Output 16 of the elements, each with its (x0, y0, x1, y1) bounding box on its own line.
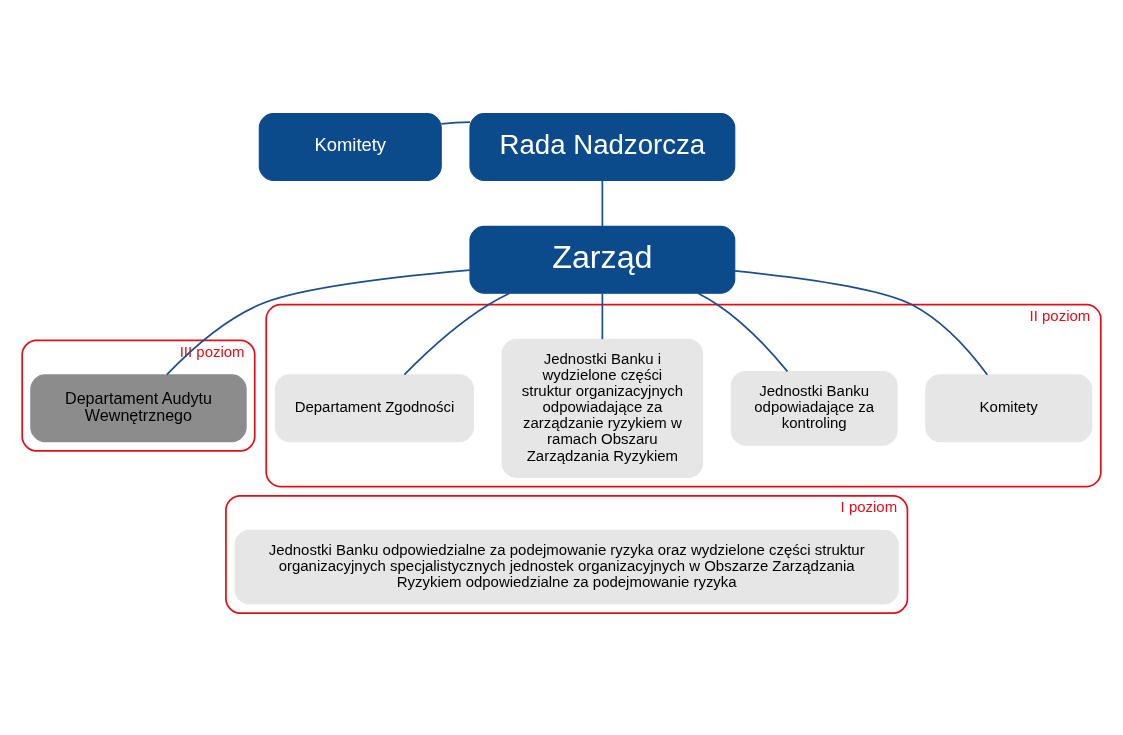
connector (440, 120, 471, 125)
node-box: Jednostki Banku i wydzielone części struktur organizacyjnych odpowiadające za zarządzanie ryzykiem w ramach Obszaru Zarządzania Ryzykiem (501, 338, 704, 478)
connector (165, 268, 471, 375)
node-box: Jednostki Banku odpowiadające za kontroling (730, 370, 898, 446)
node-box: Komitety (925, 373, 1093, 442)
node-box: Departament Zgodności (274, 373, 474, 442)
node-box: Departament Audytu Wewnętrznego (30, 373, 247, 442)
connector (734, 269, 989, 376)
node-box: Rada Nadzorcza (469, 112, 736, 181)
node-box: Zarząd (469, 225, 736, 294)
connector (697, 291, 789, 372)
connector (601, 292, 604, 340)
node-box: Jednostki Banku odpowiedzialne za podejmowanie ryzyka oraz wydzielone części struktur organizacyjnych specjalistycznych jednostek organizacyjnych w Obszarze Zarządzania Ryzykiem odpowiedzialne za podejmowanie ryzyka (234, 529, 899, 605)
connector (601, 179, 604, 227)
node-box: Komitety (258, 112, 442, 181)
connector (403, 291, 511, 375)
